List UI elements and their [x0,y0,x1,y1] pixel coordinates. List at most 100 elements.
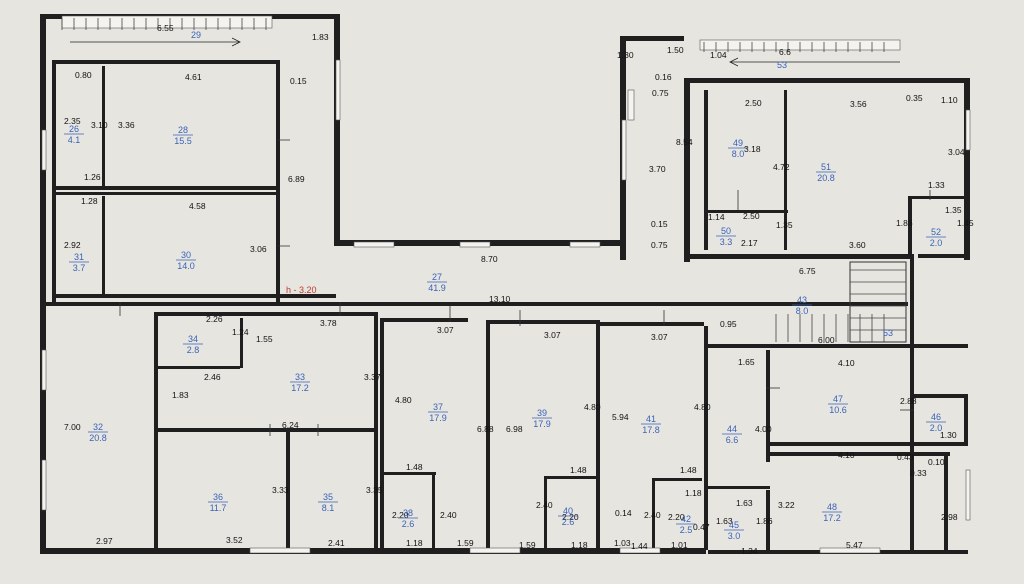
dimension-label: 3.78 [320,318,337,328]
dimension-label: 3.36 [118,120,135,130]
window [627,89,635,121]
wall-segment [766,490,770,554]
room-label-53: 53 [777,60,787,70]
room-label-38: 382.6 [398,508,418,529]
dimension-label: 4.58 [189,201,206,211]
room-area: 6.6 [726,435,739,445]
room-label-52: 522.0 [926,227,946,248]
room-area: 11.7 [210,503,227,513]
room-area: 17.9 [533,419,551,429]
window [569,241,601,248]
room-number: 26 [69,124,79,134]
wall-segment [52,192,280,195]
dimension-label: 3.22 [778,500,795,510]
dimension-label: 2.40 [644,510,661,520]
wall-segment [490,320,600,324]
wall-segment [784,90,787,250]
dimension-label: 1.30 [617,50,634,60]
dimension-label: 1.63 [716,516,733,526]
dimension-ticks [119,139,931,436]
room-number: 35 [323,492,333,502]
dimension-label: 4.00 [755,424,772,434]
room-labels: 264.12815.5293014.0313.72741.9342.83317.… [64,30,946,541]
stair-well [849,261,907,343]
dimension-label: 4.80 [395,395,412,405]
dimension-label: 1.44 [631,541,648,551]
window [819,547,881,554]
dimension-label: 8.54 [676,137,693,147]
room-number: 43 [797,295,807,305]
window [965,109,971,151]
room-label-50: 503.3 [716,226,736,247]
dimension-label: 13.10 [489,294,511,304]
dimension-label: 6.89 [288,174,305,184]
room-area: 2.0 [930,423,943,433]
dimension-label: 3.04 [948,147,965,157]
window [353,241,395,248]
dimension-label: 1.26 [84,172,101,182]
dimension-label: 1.59 [457,538,474,548]
dimension-label: 0.15 [651,219,668,229]
wall-segment [286,432,290,548]
wall-segment [944,456,948,554]
room-area: 2.6 [402,519,415,529]
dimension-label: 1.48 [680,465,697,475]
dimension-label: 0.10 [928,457,945,467]
wall-segment [158,428,378,432]
dimension-label: 2.98 [941,512,958,522]
dimension-label: 1.86 [896,218,913,228]
room-label-40: 402.6 [558,506,578,527]
dimension-label: 1.03 [614,538,631,548]
wall-segment [652,478,702,481]
dimension-label: 1.83 [172,390,189,400]
dimension-label: 0.80 [75,70,92,80]
wall-segment [684,254,910,259]
wall-segment [912,394,968,398]
wall-segment [52,186,280,190]
wall-segment [40,14,46,554]
wall-segment [486,320,490,548]
wall-segment [766,350,770,462]
room-area: 20.8 [817,173,835,183]
wall-segment [334,14,340,246]
wall-segment [158,366,240,369]
dimension-label: 1.83 [312,32,329,42]
dimension-label: 3.56 [850,99,867,109]
wall-segment [596,320,600,548]
room-area: 15.5 [174,136,192,146]
dimension-label: 2.20 [668,512,685,522]
wall-segment [708,486,770,489]
dimension-label: 3.70 [649,164,666,174]
window [469,547,521,554]
dimension-label: 1.28 [81,196,98,206]
room-label-43: 438.0 [792,295,812,316]
window [41,459,47,511]
dimension-label: 1.65 [738,357,755,367]
dimension-label: 6.98 [506,424,523,434]
dimension-label: 1.18 [685,488,702,498]
dimension-label: 6.24 [282,420,299,430]
wall-segment [380,318,384,550]
room-number: 42 [681,514,691,524]
room-area: 17.2 [823,513,841,523]
wall-segment [908,196,912,256]
wall-segment [708,344,968,348]
wall-segment [384,472,436,475]
wall-segment [544,476,596,479]
wall-segment [910,254,914,554]
room-number: 28 [178,125,188,135]
room-label-34: 342.8 [183,334,203,355]
dimension-label: 3.37 [364,372,381,382]
stair-arrow [729,57,900,67]
wall-segment [40,548,706,554]
room-area: 20.8 [89,433,107,443]
dimension-label: 2.97 [96,536,113,546]
room-number: 45 [729,520,739,530]
room-number: 49 [733,138,743,148]
dimension-label: 2.50 [743,211,760,221]
